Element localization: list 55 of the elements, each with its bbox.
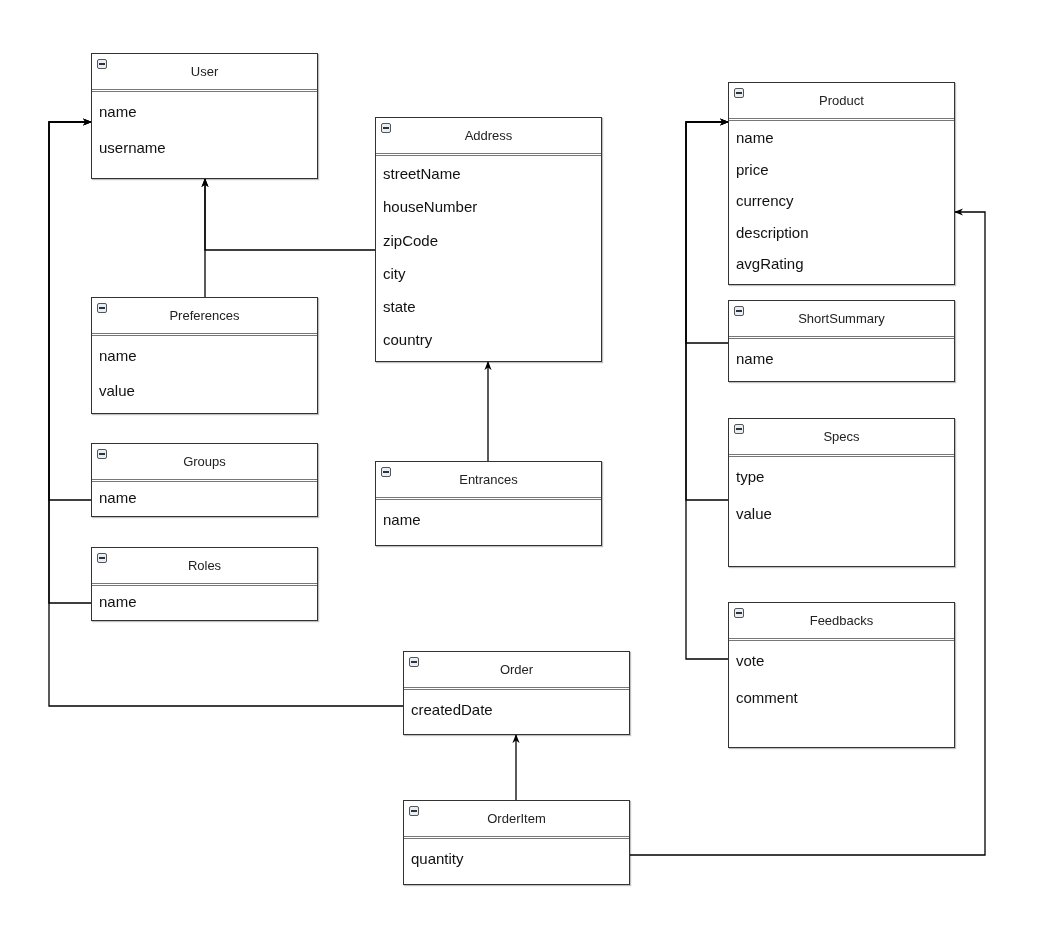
class-box bbox=[728, 82, 955, 285]
class-box bbox=[375, 117, 602, 362]
class-name: OrderItem bbox=[487, 809, 546, 828]
attribute-text: comment bbox=[736, 688, 798, 709]
attribute-text: name bbox=[99, 591, 137, 612]
class-box bbox=[728, 602, 955, 748]
attribute-text: createdDate bbox=[411, 699, 493, 720]
class-name: Entrances bbox=[459, 470, 518, 489]
connector-arrow bbox=[201, 178, 376, 251]
attribute-text: currency bbox=[736, 191, 794, 212]
class-name: Preferences bbox=[169, 306, 240, 325]
connector-arrow bbox=[629, 208, 986, 856]
attribute-text: description bbox=[736, 222, 809, 243]
class-box bbox=[91, 547, 318, 621]
attribute-text: houseNumber bbox=[383, 197, 478, 218]
class-box bbox=[728, 418, 955, 567]
attribute-text: username bbox=[99, 137, 166, 158]
attribute-text: value bbox=[736, 504, 772, 525]
class-box bbox=[403, 800, 630, 885]
class-name: Product bbox=[819, 91, 864, 110]
class-box bbox=[91, 443, 318, 517]
class-box bbox=[403, 651, 630, 735]
attribute-text: name bbox=[383, 509, 421, 530]
attribute-text: city bbox=[383, 263, 406, 284]
class-name: ShortSummary bbox=[798, 309, 885, 328]
attribute-text: name bbox=[99, 487, 137, 508]
class-box bbox=[728, 300, 955, 382]
attribute-text: name bbox=[99, 345, 137, 366]
attribute-text: type bbox=[736, 467, 765, 488]
attribute-text: zipCode bbox=[383, 230, 439, 251]
class-box bbox=[91, 53, 318, 179]
class-name: Groups bbox=[183, 452, 226, 471]
attribute-text: streetName bbox=[383, 164, 461, 185]
attribute-text: quantity bbox=[411, 848, 464, 869]
attribute-text: country bbox=[383, 330, 433, 351]
connector-arrow bbox=[484, 361, 492, 462]
attribute-text: name bbox=[736, 348, 774, 369]
class-name: Roles bbox=[187, 556, 222, 575]
class-name: Specs bbox=[823, 427, 860, 446]
connector-arrow bbox=[512, 734, 520, 801]
class-name: User bbox=[190, 62, 219, 81]
connector-arrow bbox=[48, 118, 404, 707]
class-name: Order bbox=[499, 660, 534, 679]
class-name: Feedbacks bbox=[809, 611, 874, 630]
class-box bbox=[91, 297, 318, 414]
attribute-text: state bbox=[383, 296, 416, 317]
attribute-text: price bbox=[736, 159, 769, 180]
attribute-text: name bbox=[736, 128, 774, 149]
attribute-text: name bbox=[99, 101, 137, 122]
class-box bbox=[375, 461, 602, 546]
class-name: Address bbox=[464, 126, 513, 145]
attribute-text: vote bbox=[736, 651, 765, 672]
attribute-text: value bbox=[99, 381, 135, 401]
attribute-text: avgRating bbox=[736, 254, 804, 274]
connector-arrow bbox=[685, 118, 729, 660]
